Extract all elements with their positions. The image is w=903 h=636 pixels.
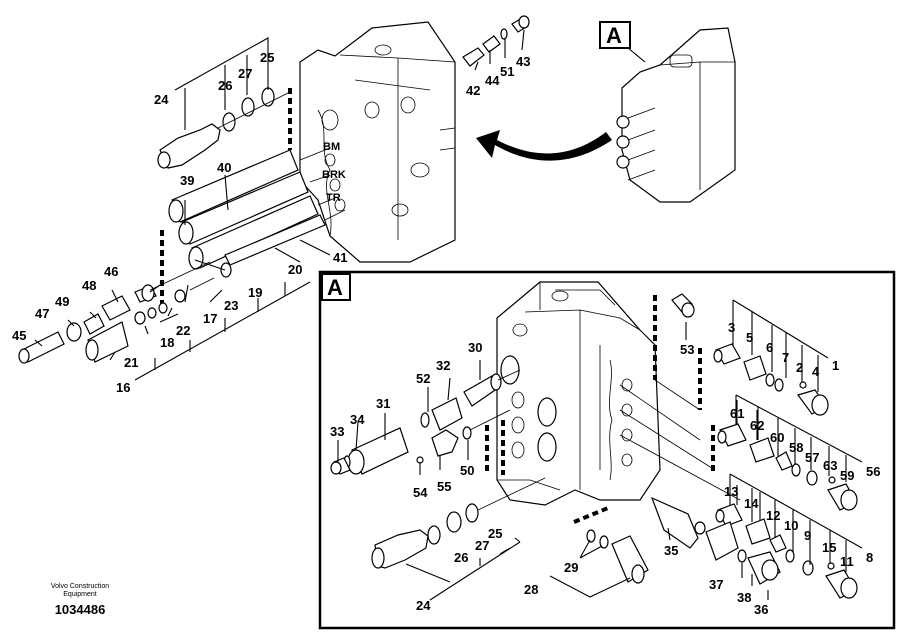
relief-valve-24 [157, 87, 291, 169]
callout: 28 [524, 582, 538, 597]
footer-block: Volvo Construction Equipment 1034486 [40, 583, 120, 617]
callout: 18 [160, 335, 174, 350]
curved-arrow [476, 130, 612, 161]
callout: 12 [766, 508, 780, 523]
callout: 57 [805, 450, 819, 465]
callout: 4 [812, 364, 820, 379]
callout: 25 [488, 526, 502, 541]
callout: 54 [413, 485, 428, 500]
callout: 5 [746, 330, 753, 345]
valve-group-8 [715, 503, 858, 599]
brand-line-2: Equipment [63, 591, 97, 598]
callout: 23 [224, 298, 238, 313]
callout: 31 [376, 396, 390, 411]
callout: 38 [737, 590, 751, 605]
callout: 11 [840, 554, 854, 569]
callout: 33 [330, 424, 344, 439]
callout: 3 [728, 320, 735, 335]
callout: 36 [754, 602, 768, 617]
document-number: 1034486 [54, 602, 106, 617]
port-label-bm: BM [323, 141, 340, 153]
port-label-brk: BRK [322, 169, 346, 181]
callout: 21 [124, 355, 138, 370]
lower-left-assembly [18, 261, 232, 364]
callout: 15 [822, 540, 836, 555]
callout: 26 [218, 78, 232, 93]
callout: 13 [724, 484, 738, 499]
callout: 60 [770, 430, 784, 445]
brand-line-1: Volvo Construction [50, 583, 110, 590]
callout: 22 [176, 323, 190, 338]
callout: 29 [564, 560, 578, 575]
callout: 14 [744, 496, 759, 511]
plug-53 [671, 293, 695, 318]
callouts-main: 24 26 27 25 42 44 51 43 39 40 41 20 46 4… [12, 50, 530, 395]
callout: 24 [154, 92, 169, 107]
port-label-tr: TR [326, 192, 341, 204]
callout: 7 [782, 350, 789, 365]
callout: 55 [437, 479, 451, 494]
callout: 26 [454, 550, 468, 565]
callout: 8 [866, 550, 873, 565]
callout: 44 [485, 73, 500, 88]
callout: 50 [460, 463, 474, 478]
callout: 52 [416, 371, 430, 386]
callout: 49 [55, 294, 69, 309]
callout: 10 [784, 518, 798, 533]
callout: 2 [796, 360, 803, 375]
callout: 32 [436, 358, 450, 373]
callout: 51 [500, 64, 514, 79]
callout: 17 [203, 311, 217, 326]
main-valve-body: BM BRK TR [299, 21, 456, 263]
spool-35-group [650, 496, 781, 585]
callout: 25 [260, 50, 274, 65]
cover-55-group [416, 409, 511, 464]
callouts-detail: 53 3 5 6 7 2 4 1 30 32 52 31 34 33 61 62… [330, 320, 880, 617]
callout: 63 [823, 458, 837, 473]
callout: 16 [116, 380, 130, 395]
callout: 47 [35, 306, 49, 321]
callout: 30 [468, 340, 482, 355]
callout: 6 [766, 340, 773, 355]
valve-group-56 [717, 423, 858, 511]
callout: 61 [730, 406, 744, 421]
callout: 46 [104, 264, 118, 279]
callout: 62 [750, 418, 764, 433]
check-valve-group [462, 15, 530, 67]
callout: 41 [333, 250, 347, 265]
callout: 40 [217, 160, 231, 175]
relief-valve-24-detail [371, 477, 546, 569]
detail-tag-a: A [327, 275, 343, 300]
detail-valve-body [496, 281, 661, 506]
callout: 39 [180, 173, 194, 188]
valve-group-1 [713, 343, 829, 416]
callout: 20 [288, 262, 302, 277]
callout: 35 [664, 543, 678, 558]
spool-stack [168, 147, 346, 270]
detail-box-a [318, 270, 896, 630]
callout: 48 [82, 278, 96, 293]
callout: 59 [840, 468, 854, 483]
view-tag-a: A [606, 23, 622, 48]
callout: 58 [789, 440, 803, 455]
callout: 19 [248, 285, 262, 300]
callout: 34 [350, 412, 365, 427]
callout: 45 [12, 328, 26, 343]
callout: 53 [680, 342, 694, 357]
callout: 37 [709, 577, 723, 592]
plug-28-group [586, 529, 649, 584]
reference-valve: A [599, 21, 736, 203]
dashed-alignment-line [573, 506, 609, 524]
callout: 9 [804, 528, 811, 543]
callout: 56 [866, 464, 880, 479]
callout: 43 [516, 54, 530, 69]
callout: 24 [416, 598, 431, 613]
callout: 27 [475, 538, 489, 553]
callout: 27 [238, 66, 252, 81]
relief-valve-30-group [330, 369, 521, 475]
callout: 1 [832, 358, 839, 373]
callout: 42 [466, 83, 480, 98]
